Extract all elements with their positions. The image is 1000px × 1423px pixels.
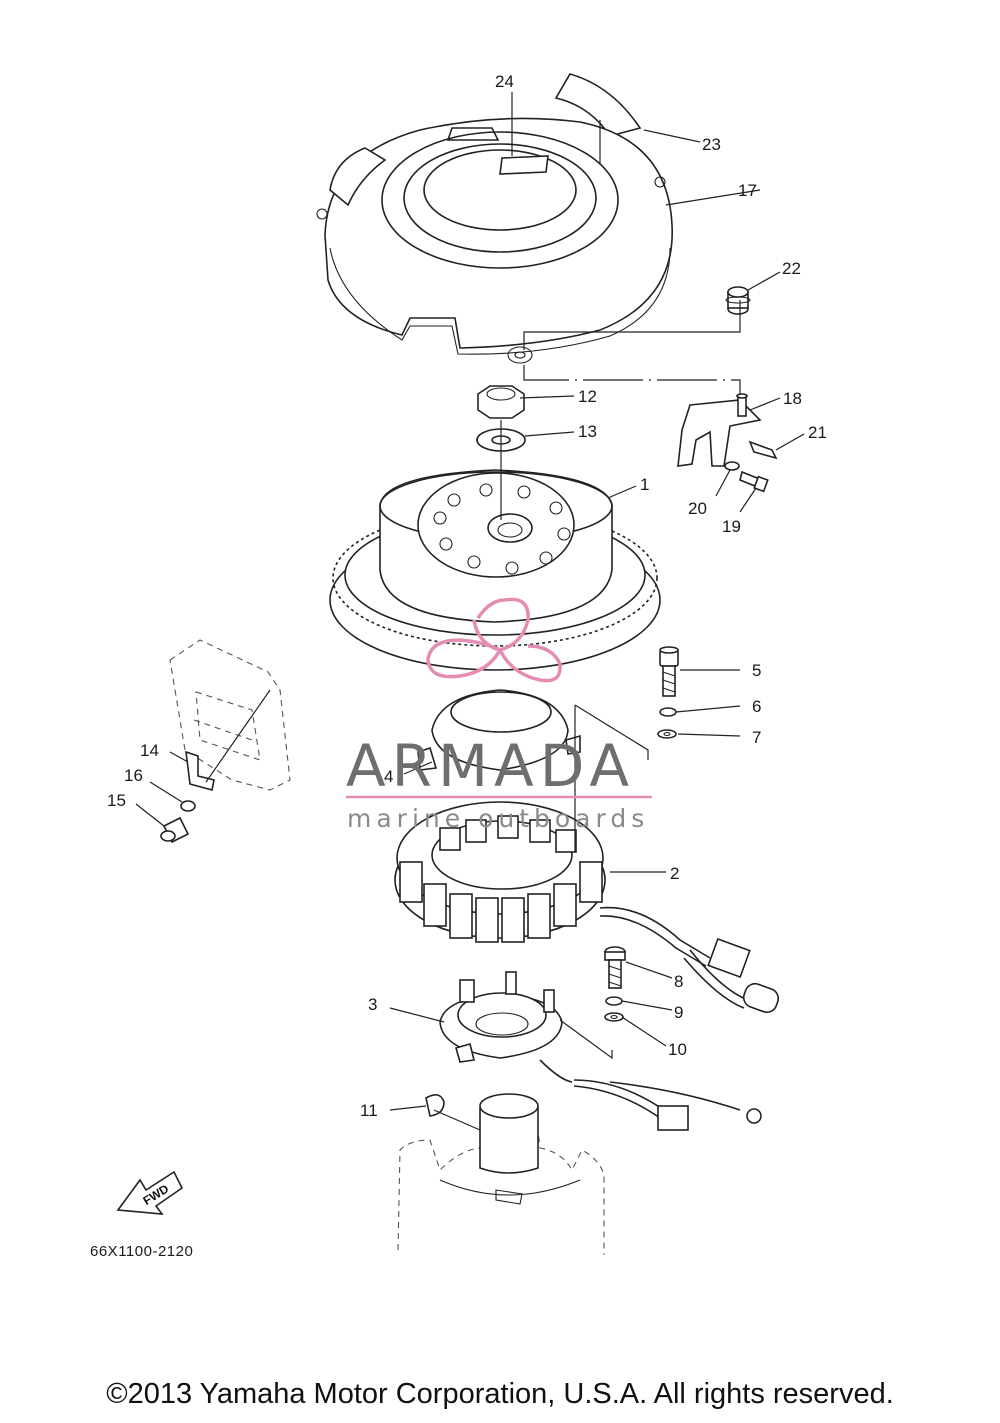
callout-15: 15 (107, 791, 126, 810)
part-9-spring-washer (605, 996, 623, 1006)
part-18-bracket (677, 393, 762, 467)
callout-8: 8 (674, 972, 683, 991)
armada-watermark: ARMADA marine outboards (346, 597, 652, 833)
part-8-screw (604, 946, 626, 989)
callout-10: 10 (668, 1040, 687, 1059)
callout-2: 2 (670, 864, 679, 883)
engine-plate-outline (169, 639, 291, 791)
armada-logo-mark (426, 597, 562, 683)
part-7-washer (657, 729, 677, 739)
callout-13: 13 (578, 422, 597, 441)
callout-4: 4 (384, 767, 393, 786)
callout-3: 3 (368, 995, 377, 1014)
callout-14: 14 (140, 741, 159, 760)
callout-12: 12 (578, 387, 597, 406)
callout-5: 5 (752, 661, 761, 680)
callout-6: 6 (752, 697, 761, 716)
part-19-bolt (739, 470, 769, 493)
diagram-code: 66X1100-2120 (90, 1243, 193, 1260)
part-14-clamp (185, 750, 215, 791)
callout-18: 18 (783, 389, 802, 408)
part-11-key (425, 1094, 445, 1117)
callout-17: 17 (738, 181, 757, 200)
callout-20: 20 (688, 499, 707, 518)
part-17-flywheel-cover (316, 117, 673, 364)
part-6-spring-washer (659, 707, 677, 717)
part-12-nut (477, 385, 525, 419)
part-1-flywheel-rotor (329, 469, 661, 671)
part-10-washer (604, 1012, 624, 1022)
fwd-arrow: FWD (116, 1170, 184, 1215)
part-2-stator (394, 801, 780, 1014)
part-22-grommet (725, 286, 751, 315)
callout-24: 24 (495, 72, 514, 91)
callout-22: 22 (782, 259, 801, 278)
callout-7: 7 (752, 728, 761, 747)
part-21-clip (748, 440, 778, 460)
callout-16: 16 (124, 766, 143, 785)
part-4-rotor-ring (417, 689, 581, 771)
callout-11: 11 (360, 1101, 378, 1120)
part-5-bolt (659, 646, 679, 697)
crankcase-outline (397, 1093, 605, 1255)
part-15-bolt (160, 816, 190, 844)
leader-lines (135, 92, 805, 1131)
callout-labels: 24 23 17 22 12 18 13 21 1 20 19 5 6 7 14… (107, 72, 827, 1120)
callout-9: 9 (674, 1003, 683, 1022)
part-20-washer (724, 461, 740, 471)
copyright-notice: ©2013 Yamaha Motor Corporation, U.S.A. A… (106, 1378, 894, 1410)
callout-21: 21 (808, 423, 827, 442)
watermark-brand: ARMADA (346, 732, 635, 800)
callout-23: 23 (702, 135, 721, 154)
callout-1: 1 (640, 475, 649, 494)
part-16-washer (180, 800, 196, 812)
callout-19: 19 (722, 517, 741, 536)
part-23-label (554, 73, 642, 137)
part-3-pulser-coil (439, 971, 762, 1131)
watermark-tagline: marine outboards (347, 804, 649, 833)
